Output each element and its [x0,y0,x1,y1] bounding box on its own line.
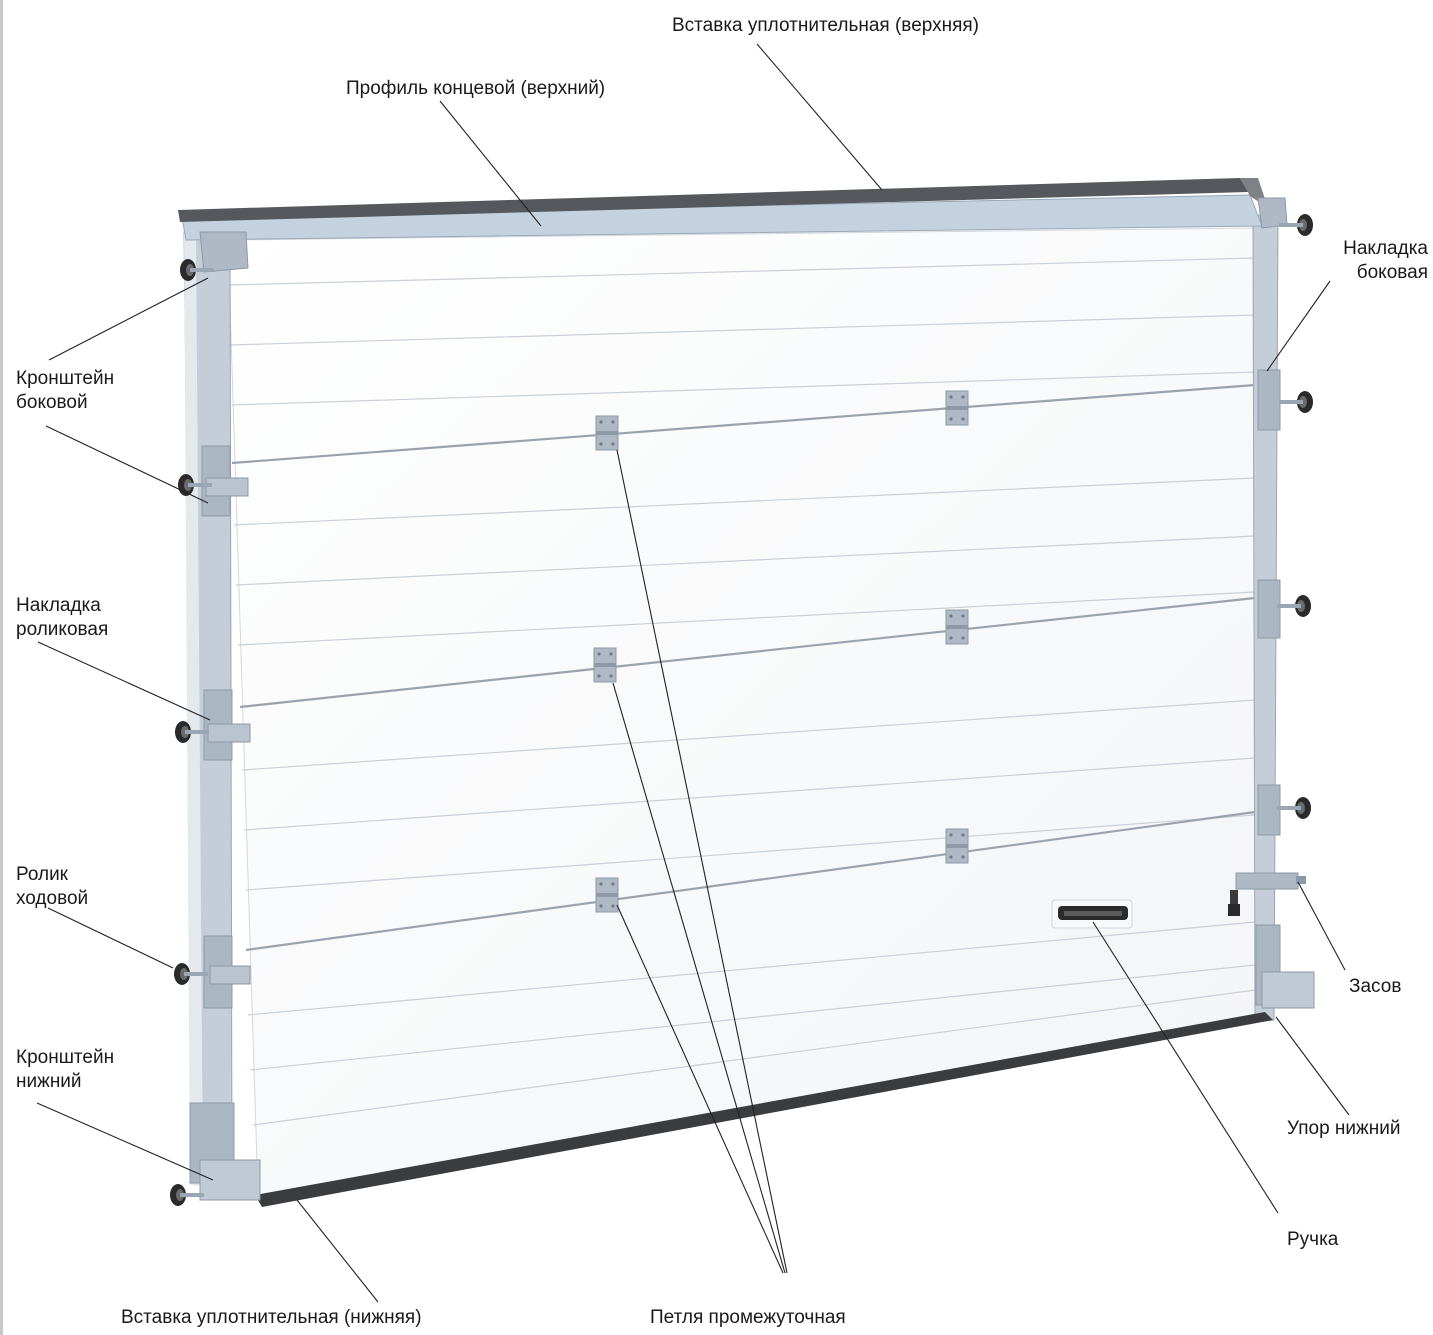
label-side-cover-line1: Накладка [1343,238,1428,259]
label-bottom-seal: Вставка уплотнительная (нижняя) [121,1307,422,1328]
label-side-bracket-line1: Кронштейн [16,368,115,389]
page-left-border [0,0,3,1335]
label-bottom-bracket-line1: Кронштейн [16,1047,115,1068]
leader-lines [36,43,1350,1303]
label-side-bracket-line2: боковой [16,392,88,413]
door-handle [1051,899,1133,929]
label-top-profile: Профиль концевой (верхний) [346,78,606,99]
label-bottom-bracket-line2: нижний [16,1071,82,1092]
label-side-cover-line2: боковая [1356,262,1428,283]
label-latch: Засов [1349,976,1402,997]
right-hardware [1228,197,1315,1009]
label-roller-cover-line2: роликовая [16,619,109,640]
label-hinge: Петля промежуточная [650,1307,846,1328]
bottom-seal-strip [255,1012,1273,1207]
label-handle: Ручка [1287,1229,1339,1250]
label-roller-line2: ходовой [16,888,89,909]
label-side-bracket: Кронштейн боковой [16,367,114,415]
label-side-cover: Накладка боковая [1332,237,1428,285]
label-roller: Ролик ходовой [16,863,88,911]
label-top-seal: Вставка уплотнительная (верхняя) [672,15,980,36]
top-seal-strip [178,178,1248,222]
label-bottom-bracket: Кронштейн нижний [16,1046,114,1094]
panel-grooves [229,257,1256,1126]
label-roller-line1: Ролик [16,864,68,885]
label-roller-cover-line1: Накладка [16,595,101,616]
label-roller-cover: Накладка роликовая [16,594,108,642]
left-hardware [170,231,261,1206]
section-joints [231,383,1256,952]
label-bottom-stop: Упор нижний [1287,1118,1401,1139]
